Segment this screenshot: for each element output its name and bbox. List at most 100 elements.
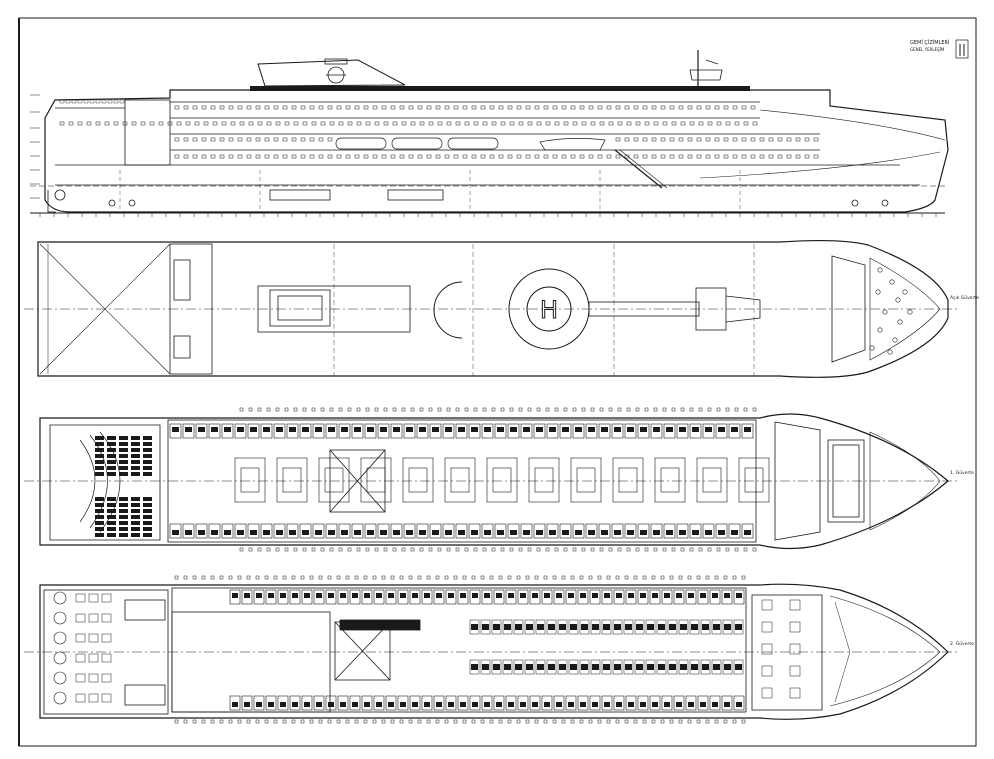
- porthole: [311, 407, 316, 412]
- seat: [131, 527, 140, 531]
- cabin: [733, 659, 744, 675]
- cabin: [442, 523, 455, 539]
- seat: [95, 515, 104, 519]
- cabin: [313, 695, 325, 711]
- window: [723, 105, 729, 110]
- cabin: [481, 423, 494, 439]
- seat: [131, 448, 140, 452]
- cabin-bed: [504, 664, 511, 670]
- window: [309, 154, 315, 159]
- cabin: [469, 619, 480, 635]
- window: [786, 154, 792, 159]
- window: [210, 137, 216, 142]
- cabin-block: [276, 457, 308, 503]
- cabin: [373, 695, 385, 711]
- porthole: [705, 575, 710, 580]
- bow-fitting: [907, 309, 913, 315]
- porthole: [689, 547, 694, 552]
- cabin: [700, 659, 711, 675]
- cabin-bed: [736, 702, 742, 707]
- deck-2-dining-tables: [53, 591, 801, 705]
- window: [237, 137, 243, 142]
- porthole: [588, 575, 593, 580]
- porthole: [480, 719, 485, 724]
- cabin: [361, 695, 373, 711]
- cabin-bed: [705, 530, 712, 535]
- window: [291, 137, 297, 142]
- cabin: [529, 589, 541, 605]
- window: [381, 105, 387, 110]
- cabin-bed: [445, 427, 452, 432]
- cabin: [195, 523, 208, 539]
- seat: [131, 509, 140, 513]
- frame-number-ticks: [39, 213, 937, 217]
- drawing-frame: [18, 17, 977, 747]
- porthole: [734, 407, 739, 412]
- cabin-block: [360, 457, 392, 503]
- porthole: [374, 407, 379, 412]
- window: [588, 154, 594, 159]
- cabin: [513, 619, 524, 635]
- cabin-bed: [364, 702, 370, 707]
- cabin-bed: [604, 702, 610, 707]
- porthole: [716, 407, 721, 412]
- cabin: [433, 589, 445, 605]
- porthole: [707, 407, 712, 412]
- window: [95, 99, 101, 104]
- cabin-bed: [526, 664, 533, 670]
- cabin-bed: [268, 702, 274, 707]
- porthole: [381, 719, 386, 724]
- cabin: [533, 523, 546, 539]
- window: [219, 105, 225, 110]
- window: [696, 105, 702, 110]
- porthole: [723, 719, 728, 724]
- deck-2-portholes: [174, 575, 746, 724]
- cabin-bed: [702, 624, 709, 630]
- cabin: [590, 619, 601, 635]
- cabin-bed: [570, 624, 577, 630]
- porthole: [437, 407, 442, 412]
- cabin-bed: [263, 427, 270, 432]
- window: [246, 105, 252, 110]
- porthole: [399, 719, 404, 724]
- cabin: [337, 695, 349, 711]
- cabin: [601, 589, 613, 605]
- cabin: [265, 695, 277, 711]
- window: [716, 121, 722, 126]
- porthole: [426, 575, 431, 580]
- window: [615, 154, 621, 159]
- cabin-bed: [549, 427, 556, 432]
- window: [777, 137, 783, 142]
- window: [401, 121, 407, 126]
- porthole: [264, 719, 269, 724]
- porthole: [743, 547, 748, 552]
- cabin: [397, 695, 409, 711]
- cabin: [624, 523, 637, 539]
- window: [471, 105, 477, 110]
- porthole: [615, 575, 620, 580]
- cabin-bed: [352, 702, 358, 707]
- cabin-bed: [636, 624, 643, 630]
- cabin-bed: [448, 593, 454, 598]
- porthole: [642, 719, 647, 724]
- window: [669, 137, 675, 142]
- cabin: [429, 523, 442, 539]
- cabin: [338, 523, 351, 539]
- porthole: [302, 547, 307, 552]
- window: [444, 105, 450, 110]
- cabin-bed: [432, 427, 439, 432]
- porthole: [401, 407, 406, 412]
- cabin: [182, 523, 195, 539]
- cabin: [277, 695, 289, 711]
- window: [374, 121, 380, 126]
- cabin-bed: [393, 427, 400, 432]
- porthole: [554, 547, 559, 552]
- cabin-bed: [496, 702, 502, 707]
- cabin-bed: [172, 427, 179, 432]
- window: [633, 154, 639, 159]
- porthole: [633, 575, 638, 580]
- porthole: [284, 547, 289, 552]
- seat: [119, 515, 128, 519]
- cabin-bed: [436, 593, 442, 598]
- cabin-bed: [548, 664, 555, 670]
